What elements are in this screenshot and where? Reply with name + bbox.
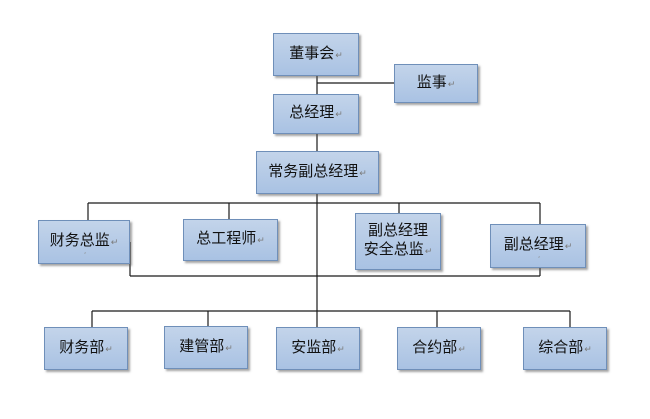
vgm-safety-line1: 副总经理 — [367, 221, 428, 239]
contract-dept-label: 合约部 — [412, 337, 458, 356]
chief-engineer-node: 总工程师↵ — [183, 219, 278, 261]
safety-dept-node: 安监部↵ — [276, 327, 360, 370]
vgm-safety-line2: 安全总监 — [363, 240, 424, 258]
finance-director-node: 财务总监↵ , — [38, 220, 130, 264]
supervisor-node: 监事↵ — [394, 64, 478, 103]
paragraph-mark-icon: ↵ — [584, 344, 592, 355]
finance-dept-node: 财务部↵ — [44, 327, 128, 370]
construction-dept-node: 建管部↵ — [164, 326, 248, 369]
paragraph-mark-icon: ↵ — [105, 344, 113, 355]
paragraph-mark-icon: ↵ — [359, 168, 367, 179]
paragraph-mark-icon: ↵ — [447, 79, 456, 90]
small-mark-icon: , — [84, 247, 87, 255]
executive-vgm-node: 常务副总经理↵ — [256, 151, 379, 194]
paragraph-mark-icon: ↵ — [335, 50, 343, 61]
paragraph-mark-icon: ↵ — [458, 344, 466, 355]
paragraph-mark-icon: ↵ — [335, 110, 343, 120]
paragraph-mark-icon: ↵ — [337, 344, 345, 355]
vgm-node: 副总经理↵ , — [490, 224, 586, 268]
board-label: 董事会 — [289, 43, 335, 62]
vgm-label: 副总经理 — [503, 235, 564, 253]
board-node: 董事会↵ — [273, 33, 359, 76]
general-manager-node: 总经理↵ — [273, 94, 359, 134]
small-mark-icon: , — [538, 251, 541, 259]
chief-engineer-label: 总工程师 — [196, 229, 257, 247]
construction-dept-label: 建管部 — [179, 336, 225, 355]
general-manager-label: 总经理 — [289, 103, 335, 121]
general-dept-node: 综合部↵ — [523, 327, 607, 370]
paragraph-mark-icon: ↵ — [564, 242, 573, 252]
paragraph-mark-icon: ↵ — [225, 343, 233, 354]
safety-dept-label: 安监部 — [291, 337, 337, 356]
executive-vgm-label: 常务副总经理 — [268, 161, 359, 180]
finance-director-label: 财务总监 — [49, 231, 110, 249]
paragraph-mark-icon: ↵ — [257, 236, 265, 246]
contract-dept-node: 合约部↵ — [397, 327, 481, 370]
general-dept-label: 综合部 — [538, 337, 584, 356]
paragraph-mark-icon: ↵ — [424, 247, 433, 257]
vgm-safety-director-node: 副总经理 安全总监↵ — [355, 213, 441, 270]
supervisor-label: 监事 — [416, 72, 447, 91]
finance-dept-label: 财务部 — [59, 337, 105, 356]
paragraph-mark-icon: ↵ — [110, 238, 119, 248]
